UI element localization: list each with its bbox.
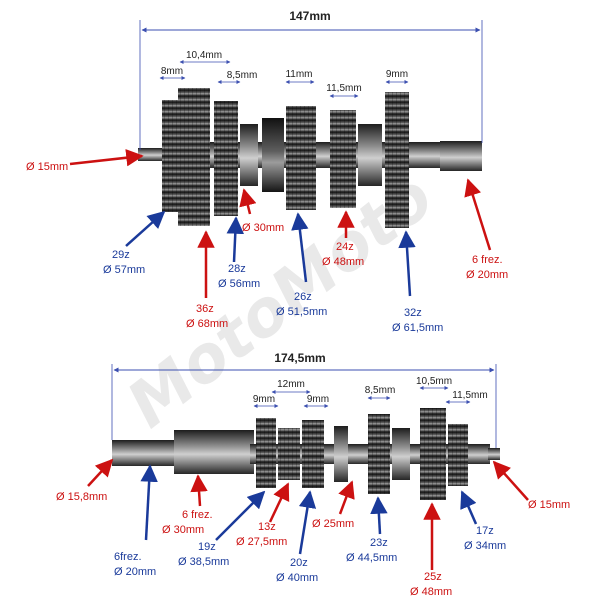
bottom-gear-19z-label: 19z	[198, 541, 216, 553]
top-collar	[358, 124, 382, 186]
top-gear-26z	[286, 106, 316, 210]
bottom-gear-25z-label: 25z	[424, 571, 442, 583]
top-dim-10-4: 10,4mm	[186, 50, 222, 61]
top-bush-label: Ø 30mm	[242, 222, 284, 234]
bottom-bush-25	[334, 426, 348, 482]
bottom-dim-12: 12mm	[277, 379, 305, 390]
bottom-gear-20z	[302, 420, 324, 488]
top-spline-diameter: Ø 20mm	[466, 269, 508, 281]
bottom-dim-10-5: 10,5mm	[416, 376, 452, 387]
bottom-dim-8-5: 8,5mm	[365, 385, 396, 396]
top-gear-28z	[214, 101, 238, 216]
bottom-gear-25z-diameter: Ø 48mm	[410, 586, 452, 598]
bottom-gear-20z-label: 20z	[290, 557, 308, 569]
bottom-gear-13z-label: 13z	[258, 521, 276, 533]
bottom-spline-mid-diameter: Ø 30mm	[162, 524, 204, 536]
top-labels: Ø 15mm 29z Ø 57mm 36z Ø 68mm 28z Ø 56mm …	[26, 149, 508, 334]
top-gear-28z-label: 28z	[228, 263, 246, 275]
bottom-shaft-right	[488, 448, 500, 460]
top-gear-36z-label: 36z	[196, 303, 214, 315]
top-spacer	[262, 118, 284, 192]
bottom-gear-19z	[256, 418, 276, 488]
bottom-spline-left-label: 6frez.	[114, 551, 142, 563]
top-gear-36z	[178, 88, 210, 226]
top-dim-8-5: 8,5mm	[227, 70, 258, 81]
top-bush-30	[240, 124, 258, 186]
top-dim-11-5: 11,5mm	[326, 83, 361, 94]
bottom-gear-17z	[448, 424, 468, 486]
top-gear-32z-diameter: Ø 61,5mm	[392, 322, 443, 334]
top-shaft-assembly	[138, 88, 482, 228]
bottom-gear-17z-label: 17z	[476, 525, 494, 537]
bottom-spline-mid	[174, 430, 254, 474]
bottom-gear-20z-diameter: Ø 40mm	[276, 572, 318, 584]
top-spline-label: 6 frez.	[472, 254, 503, 266]
bottom-dimensions: 174,5mm 12mm 9mm 9mm 8,5mm 10,5mm 11,5mm	[111, 351, 497, 448]
top-dim-11: 11mm	[285, 69, 312, 80]
bottom-gear-19z-diameter: Ø 38,5mm	[178, 556, 229, 568]
bottom-dim-11-5: 11,5mm	[452, 390, 487, 401]
bottom-overall-dim: 174,5mm	[274, 351, 325, 365]
bottom-spline-left-diameter: Ø 20mm	[114, 566, 156, 578]
top-shaft-left	[138, 148, 168, 161]
bottom-shaft-assembly	[112, 408, 500, 500]
top-gear-24z	[330, 110, 356, 208]
top-gear-32z	[385, 92, 409, 228]
top-gear-29z	[162, 100, 178, 212]
bottom-dim-9b: 9mm	[307, 394, 329, 405]
bottom-collar	[392, 428, 410, 480]
top-dim-9: 9mm	[386, 69, 408, 80]
bottom-shaft-left-label: Ø 15,8mm	[56, 491, 107, 503]
top-gear-26z-label: 26z	[294, 291, 312, 303]
top-gear-24z-label: 24z	[336, 241, 354, 253]
bottom-gear-13z	[278, 428, 300, 480]
bottom-labels: Ø 15,8mm 6frez. Ø 20mm 6 frez. Ø 30mm 19…	[56, 458, 570, 598]
bottom-spline-left	[112, 440, 174, 466]
top-shaft-left-label: Ø 15mm	[26, 161, 68, 173]
bottom-gear-23z-diameter: Ø 44,5mm	[346, 552, 397, 564]
bottom-bush-label: Ø 25mm	[312, 518, 354, 530]
bottom-shaft-right-label: Ø 15mm	[528, 499, 570, 511]
top-gear-29z-diameter: Ø 57mm	[103, 264, 145, 276]
bottom-gear-25z	[420, 408, 446, 500]
bottom-dim-9a: 9mm	[253, 394, 275, 405]
bottom-spline-mid-label: 6 frez.	[182, 509, 213, 521]
top-gear-32z-label: 32z	[404, 307, 422, 319]
top-dim-8: 8mm	[161, 66, 183, 77]
bottom-gear-13z-diameter: Ø 27,5mm	[236, 536, 287, 548]
top-gear-36z-diameter: Ø 68mm	[186, 318, 228, 330]
top-gear-28z-diameter: Ø 56mm	[218, 278, 260, 290]
top-overall-dim: 147mm	[289, 9, 330, 23]
bottom-gear-23z	[368, 414, 390, 494]
top-gear-26z-diameter: Ø 51,5mm	[276, 306, 327, 318]
top-dimensions: 147mm 10,4mm 8mm 8,5mm 11mm 11,5mm 9mm	[139, 9, 483, 150]
top-spline-end	[440, 141, 482, 171]
top-gear-24z-diameter: Ø 48mm	[322, 256, 364, 268]
bottom-gear-17z-diameter: Ø 34mm	[464, 540, 506, 552]
bottom-gear-23z-label: 23z	[370, 537, 388, 549]
top-gear-29z-label: 29z	[112, 249, 130, 261]
